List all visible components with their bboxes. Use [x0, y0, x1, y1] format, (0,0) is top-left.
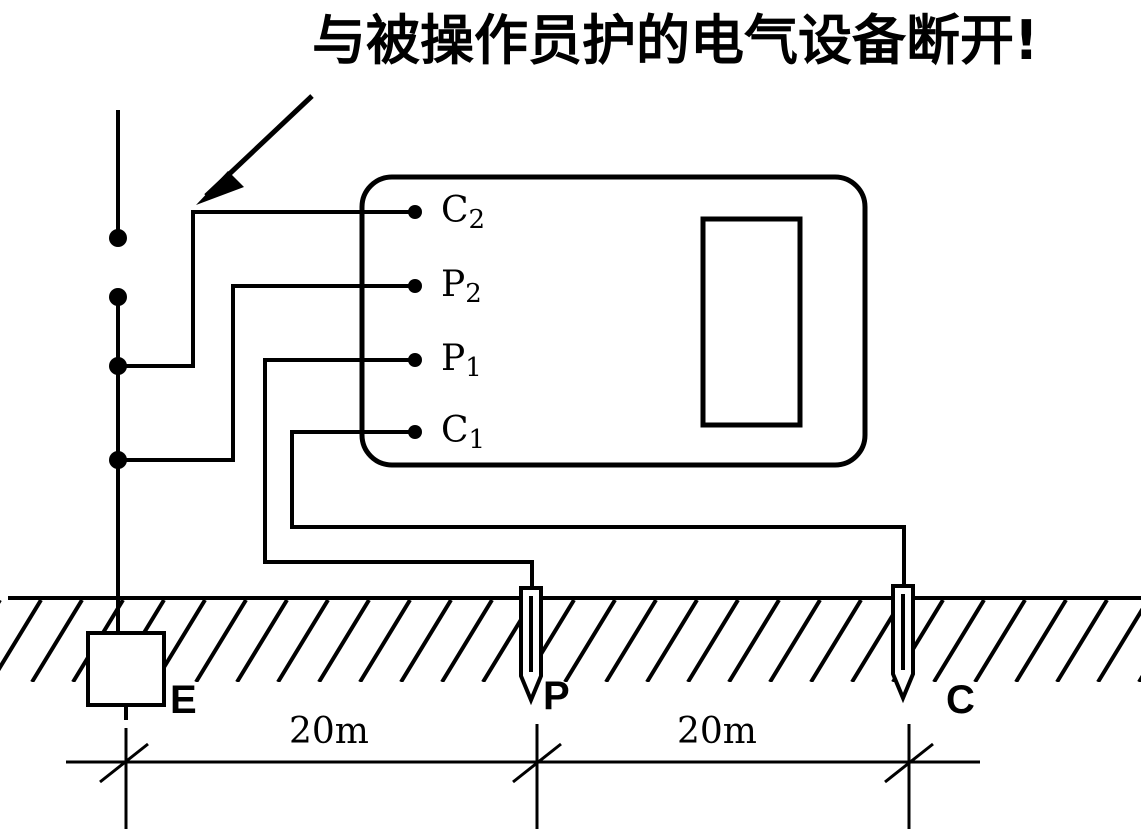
- hatch-line: [194, 600, 248, 682]
- terminal-main: C: [441, 410, 469, 451]
- potential-probe: [519, 586, 543, 706]
- terminal-label-c1: C1: [441, 410, 486, 455]
- potential-probe-label: P: [543, 674, 570, 718]
- hatch-line: [317, 600, 371, 682]
- wire-p1: [263, 358, 534, 587]
- ground-hatching: [0, 600, 1141, 682]
- wire-p2: [118, 284, 415, 462]
- meter-display-window: [700, 216, 803, 428]
- hatch-line: [768, 600, 822, 682]
- hatch-line: [30, 600, 84, 682]
- terminal-label-c2: C2: [441, 190, 486, 235]
- current-probe-label: C: [946, 678, 975, 722]
- wire-c2: [118, 210, 415, 368]
- hatch-line: [809, 600, 863, 682]
- terminal-main: C: [441, 190, 469, 231]
- equipment-conductor: [116, 110, 128, 720]
- distance-label-e-to-p: 20m: [289, 711, 369, 752]
- terminal-sub: 2: [465, 279, 482, 309]
- hatch-line: [973, 600, 1027, 682]
- hatch-line: [399, 600, 453, 682]
- warning-title: 与被操作员护的电气设备断开!: [312, 9, 1039, 72]
- hatch-line: [686, 600, 740, 682]
- hatch-line: [727, 600, 781, 682]
- hatch-line: [604, 600, 658, 682]
- current-probe: [891, 584, 915, 704]
- terminal-label-p2: P2: [441, 264, 482, 309]
- hatch-line: [0, 600, 43, 672]
- distance-label-p-to-c: 20m: [677, 711, 757, 752]
- hatch-line: [645, 600, 699, 682]
- hatch-line: [1014, 600, 1068, 682]
- test-meter-body: [359, 174, 868, 468]
- terminal-main: P: [441, 264, 466, 305]
- hatch-line: [1096, 607, 1141, 682]
- terminal-label-p1: P1: [441, 338, 482, 383]
- terminal-sub: 1: [468, 425, 486, 455]
- dimension-lines: [66, 724, 980, 829]
- hatch-line: [358, 600, 412, 682]
- hatch-line: [276, 600, 330, 682]
- terminal-sub: 1: [465, 353, 482, 383]
- hatch-line: [1055, 600, 1109, 682]
- hatch-line: [563, 600, 617, 682]
- pointer-arrow: [196, 94, 314, 205]
- earth-electrode-box: [86, 631, 166, 707]
- hatch-line: [440, 600, 494, 682]
- terminal-sub: 2: [468, 205, 486, 235]
- earth-electrode-label: E: [170, 678, 197, 722]
- hatch-line: [235, 600, 289, 682]
- terminal-dots: [408, 205, 422, 439]
- wire-c1: [290, 430, 906, 585]
- hatch-line: [932, 600, 986, 682]
- terminal-main: P: [441, 338, 466, 379]
